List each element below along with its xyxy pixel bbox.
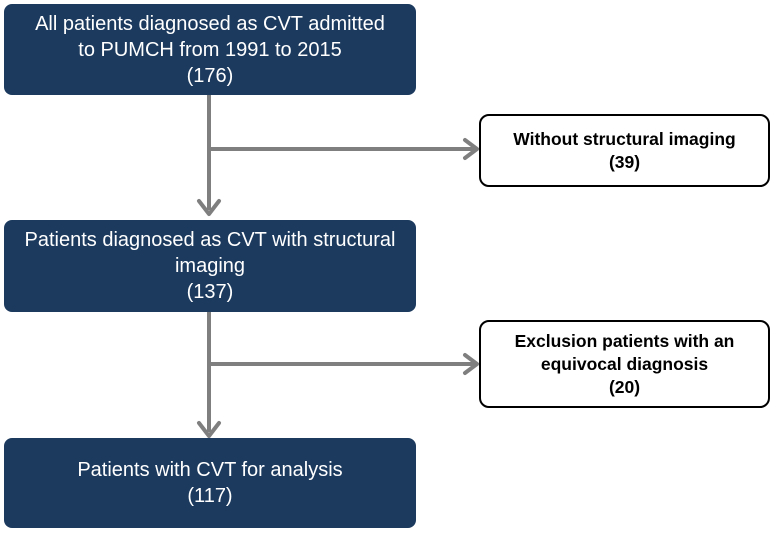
box-text-line: Patients with CVT for analysis — [77, 459, 343, 481]
box-count: (176) — [186, 64, 234, 87]
step-box-all-patients: All patients diagnosed as CVT admitted t… — [4, 4, 416, 95]
box-count: (39) — [608, 151, 641, 172]
exclusion-box-equivocal: Exclusion patients with an equivocal dia… — [479, 320, 770, 408]
box-text-line: equivocal diagnosis — [540, 353, 709, 374]
box-text-line: to PUMCH from 1991 to 2015 — [78, 38, 342, 61]
box-count: (20) — [608, 376, 641, 397]
arrowhead-down — [197, 199, 221, 216]
arrowhead-down — [197, 421, 221, 438]
step-box-analysis: Patients with CVT for analysis (117) — [4, 438, 416, 528]
box-count: (117) — [187, 485, 233, 507]
box-text-line: All patients diagnosed as CVT admitted — [35, 12, 385, 35]
box-text-line: Patients diagnosed as CVT with structura… — [24, 229, 396, 251]
box-text-line: Without structural imaging — [513, 128, 736, 149]
exclusion-box-no-imaging: Without structural imaging (39) — [479, 114, 770, 187]
arrowhead-right — [463, 353, 479, 375]
step-box-structural-imaging: Patients diagnosed as CVT with structura… — [4, 220, 416, 312]
box-text-line: Exclusion patients with an — [514, 330, 735, 351]
arrowhead-right — [463, 138, 479, 160]
box-text-line: imaging — [174, 255, 246, 277]
box-count: (137) — [186, 281, 234, 303]
